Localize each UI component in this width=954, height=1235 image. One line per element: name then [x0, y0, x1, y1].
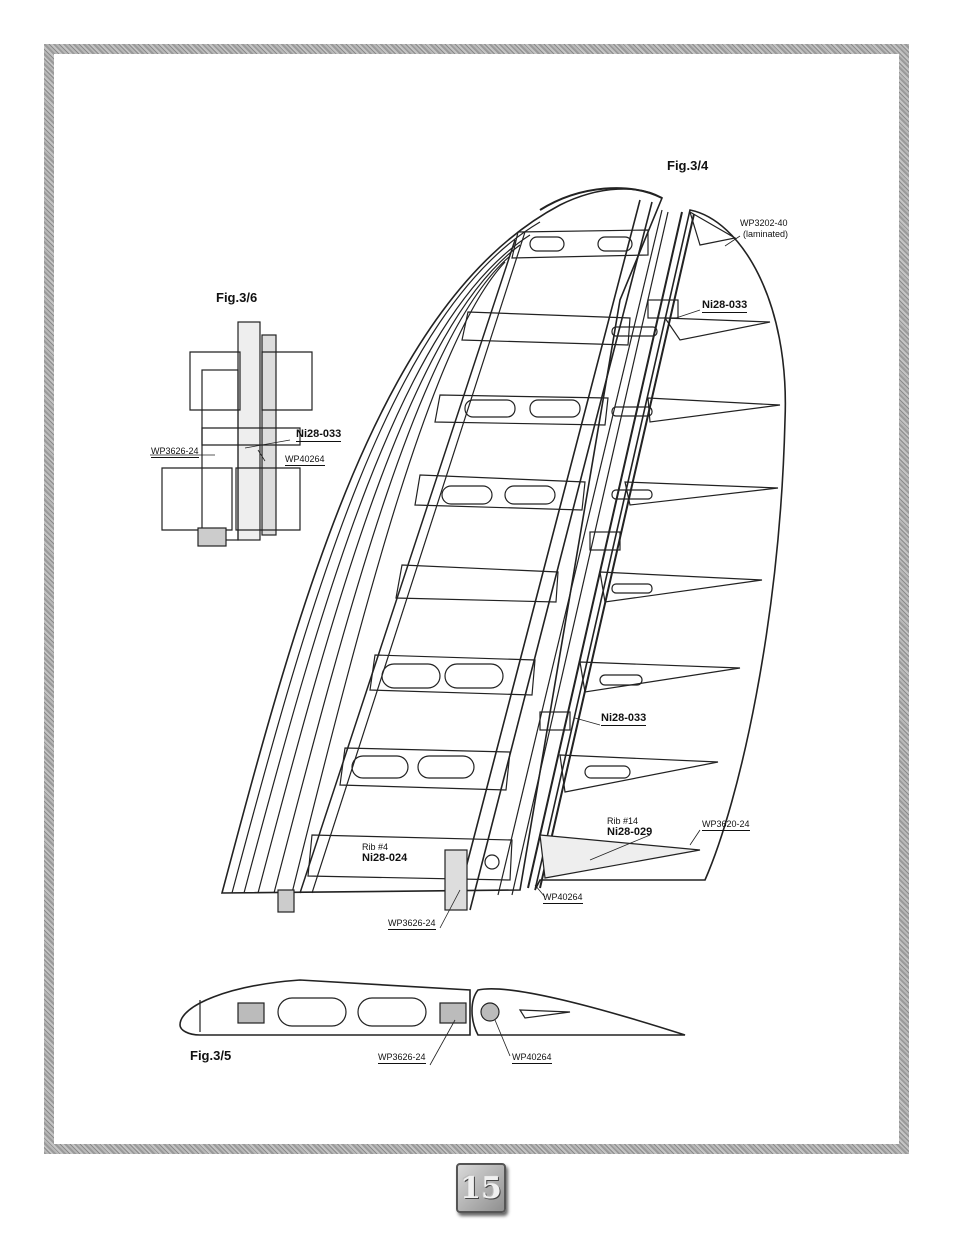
label-ni28-024: Ni28-024: [362, 852, 408, 864]
label-ni28-033-top: Ni28-033: [702, 299, 748, 313]
label-laminated: (laminated): [743, 229, 789, 239]
label-ni28-029: Ni28-029: [607, 826, 653, 838]
label-fig36-wp3626-24: WP3626-24: [151, 446, 199, 458]
label-wp3626-24-main: WP3626-24: [388, 918, 436, 930]
label-rib-14: Rib #14: [607, 816, 639, 826]
aileron-panel: [527, 209, 787, 891]
label-wp3202-40: WP3202-40: [740, 218, 788, 228]
fig-3-4-title: Fig.3/4: [667, 158, 709, 173]
label-wp3620-24: WP3620-24: [702, 819, 750, 831]
label-fig35-wp40264: WP40264: [512, 1052, 552, 1064]
label-rib-4: Rib #4: [362, 842, 389, 852]
fig-3-5-title: Fig.3/5: [190, 1048, 232, 1063]
label-fig35-wp3626-24: WP3626-24: [378, 1052, 426, 1064]
main-wing-panel: [220, 187, 669, 913]
fig-3-6-title: Fig.3/6: [216, 290, 258, 305]
label-fig36-wp40264: WP40264: [285, 454, 325, 466]
page-number-badge: 15: [456, 1163, 506, 1213]
page-sheet: [54, 54, 899, 1144]
airfoil-section: [179, 979, 686, 1036]
label-wp40264-main: WP40264: [543, 892, 583, 904]
leader-lines: [150, 235, 741, 1066]
label-fig36-ni28-033: Ni28-033: [296, 428, 342, 442]
label-ni28-033-mid: Ni28-033: [601, 712, 647, 726]
spar-joint-detail: [161, 321, 313, 547]
